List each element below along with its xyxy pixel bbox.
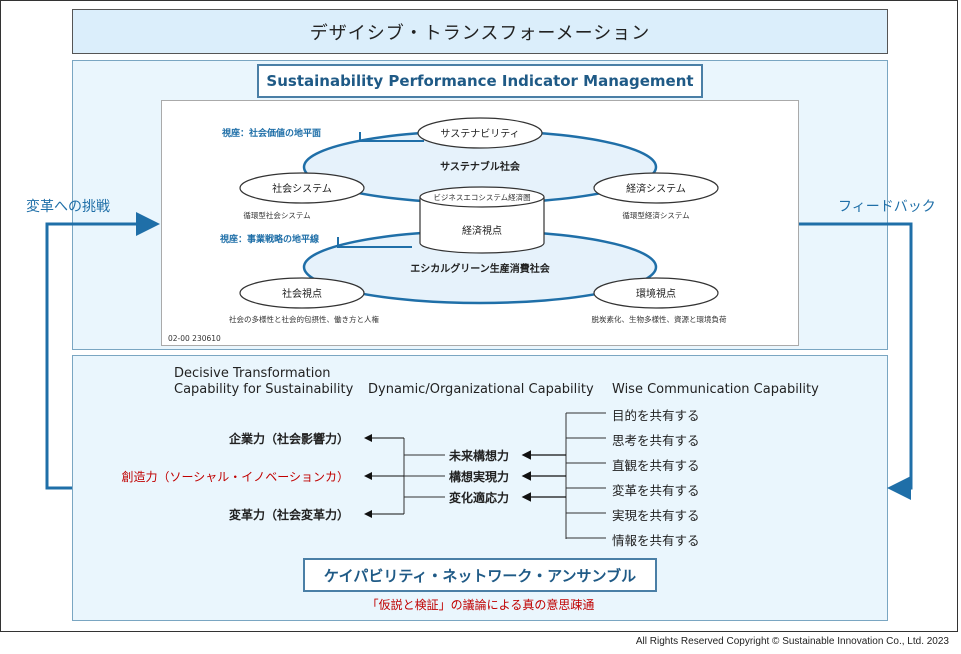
col3-head: Wise Communication Capability xyxy=(612,382,819,397)
social-system-node xyxy=(239,172,365,204)
challenge-loop-arrow xyxy=(45,212,160,490)
figure-code: 02-00 230610 xyxy=(168,334,221,343)
ecosystem-sphere-text: ビジネスエコシステム経済圏 xyxy=(433,192,530,202)
env-view-text: 環境視点 xyxy=(636,287,676,300)
cylinder-body xyxy=(419,197,545,254)
capability-corporate: 企業力（社会影響力） xyxy=(228,432,349,446)
share-item: 実現を共有する xyxy=(612,508,700,523)
ensemble-title-text: ケイパビリティ・ネットワーク・アンサンブル xyxy=(323,566,637,585)
society-figure-svg: 視座：社会価値の地平面 視座：事業戦略の地平線 サステナビリティ サステナブル社… xyxy=(168,117,727,343)
col1-head-line1: Decisive Transformation xyxy=(174,366,331,381)
sustainability-node xyxy=(417,117,543,149)
social-view-node xyxy=(239,277,365,309)
share-item: 直観を共有する xyxy=(612,458,700,473)
env-view-note: 脱炭素化、生物多様性、資源と環境負荷 xyxy=(592,314,727,324)
sustainability-text: サステナビリティ xyxy=(440,128,519,140)
mid-cap-realize: 構想実現力 xyxy=(449,470,510,484)
mid-cap-future: 未来構想力 xyxy=(449,449,510,463)
sustainable-society-text: サステナブル社会 xyxy=(440,160,520,173)
share-item: 思考を共有する xyxy=(612,433,700,448)
cylinder-top xyxy=(419,186,545,208)
banner-title: デザイシブ・トランスフォーメーション xyxy=(309,22,651,44)
society-figure: 視座：社会価値の地平面 視座：事業戦略の地平線 サステナビリティ サステナブル社… xyxy=(161,100,799,346)
capability-creative: 創造力（ソーシャル・イノベーションカ） xyxy=(121,470,349,484)
ensemble-note: 「仮説と検証」の議論による真の意思疎通 xyxy=(366,598,595,612)
challenge-label: 変革への挑戦 xyxy=(26,199,110,215)
top-banner: デザイシブ・トランスフォーメーション xyxy=(72,9,888,54)
env-view-node xyxy=(593,277,719,309)
social-view-note: 社会の多様性と社会的包摂性、働き方と人権 xyxy=(229,314,379,324)
economic-view-text: 経済視点 xyxy=(462,224,502,237)
col1-head-line2: Capability for Sustainability xyxy=(174,382,354,397)
social-system-text: 社会システム xyxy=(272,182,332,195)
spim-title-text: Sustainability Performance Indicator Man… xyxy=(266,72,694,90)
ethical-text: エシカルグリーン生産消費社会 xyxy=(410,262,550,275)
share-item: 変革を共有する xyxy=(612,483,700,498)
view-social-line xyxy=(359,132,424,142)
feedback-label: フィードバック xyxy=(838,199,936,215)
view-business-label: 視座：事業戦略の地平線 xyxy=(219,233,319,245)
mid-cap-adapt: 変化適応力 xyxy=(449,491,510,505)
outer-frame xyxy=(0,0,958,632)
ensemble-title: ケイパビリティ・ネットワーク・アンサンブル xyxy=(303,558,657,592)
eco-system-text: 経済システム xyxy=(626,182,686,195)
copyright: All Rights Reserved Copyright © Sustaina… xyxy=(635,636,949,647)
eco-system-node xyxy=(593,172,719,204)
spim-title: Sustainability Performance Indicator Man… xyxy=(257,64,703,98)
col2-head: Dynamic/Organizational Capability xyxy=(368,382,594,397)
eco-system-note: 循環型経済システム xyxy=(622,210,689,220)
social-view-text: 社会視点 xyxy=(282,287,322,300)
share-item: 情報を共有する xyxy=(612,533,700,548)
share-item: 目的を共有する xyxy=(612,408,700,423)
social-system-note: 循環型社会システム xyxy=(243,210,310,220)
view-social-label: 視座：社会価値の地平面 xyxy=(221,127,321,139)
capability-transform: 変革力（社会変革力） xyxy=(228,508,349,522)
feedback-loop-arrow xyxy=(799,222,913,500)
view-business-line xyxy=(337,237,412,248)
